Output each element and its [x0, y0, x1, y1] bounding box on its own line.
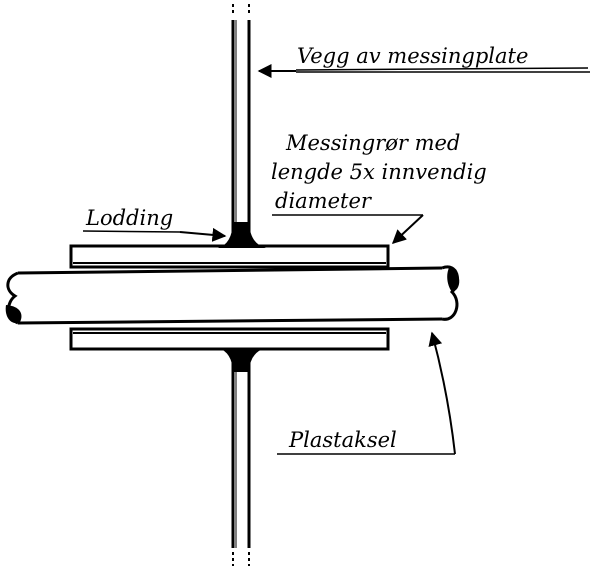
tube-label-line-1: Messingrør med	[286, 131, 461, 155]
brass-wall-plate-upper	[231, 4, 251, 236]
tube-leader-arrow	[272, 214, 424, 244]
wall-leader-arrow	[257, 64, 590, 78]
solder-joint-bottom	[218, 348, 266, 372]
plastic-shaft	[5, 265, 460, 325]
solder-label: Lodding	[86, 206, 174, 230]
solder-leader-arrow	[82, 227, 227, 242]
tube-label-line-2: lengde 5x innvendig	[271, 160, 487, 184]
shaft-label: Plastaksel	[289, 428, 397, 452]
shaft-leader-arrow	[277, 331, 456, 455]
solder-joint-top	[218, 222, 266, 248]
tube-label-line-3: diameter	[275, 189, 371, 213]
brass-wall-plate-lower	[231, 362, 251, 566]
wall-label: Vegg av messingplate	[297, 44, 529, 68]
